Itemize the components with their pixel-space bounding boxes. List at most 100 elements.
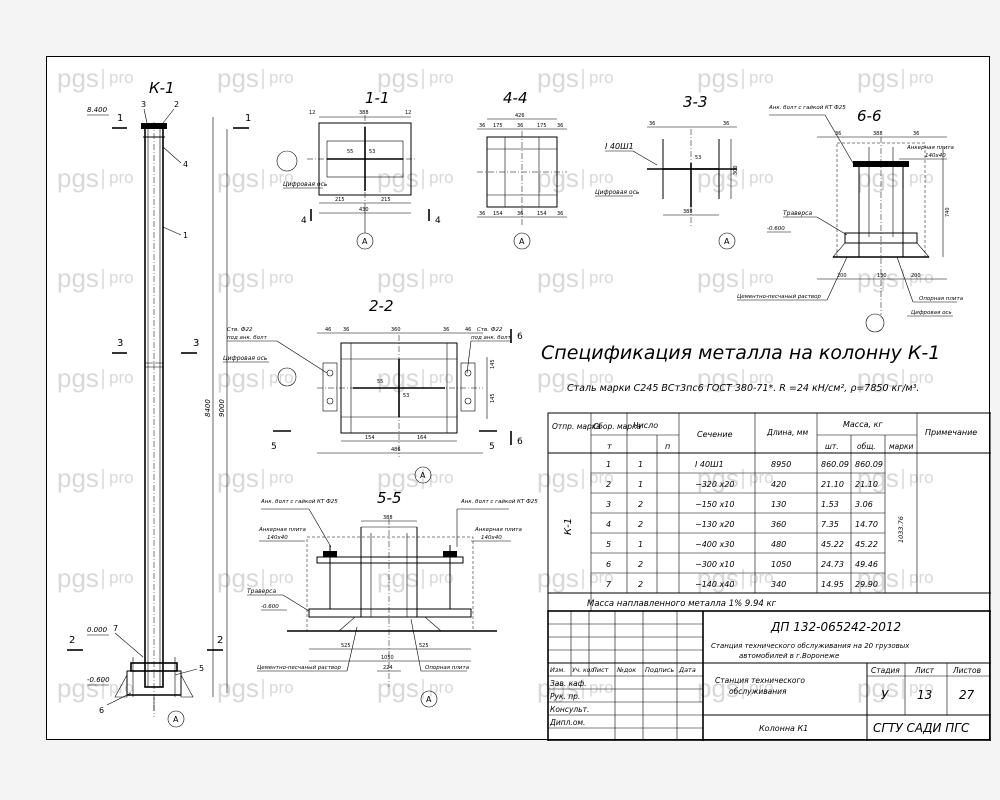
svg-text:Примечание: Примечание [925,428,977,437]
svg-text:Траверса: Траверса [783,210,812,217]
spec-cell-total: 45.22 [855,540,878,549]
spec-cell-section: −140 х40 [695,580,734,589]
svg-text:0.000: 0.000 [87,626,108,634]
svg-text:46: 46 [325,327,331,333]
svg-text:Длина, мм: Длина, мм [766,428,808,437]
svg-text:т: т [607,442,612,451]
svg-text:200: 200 [911,273,921,279]
svg-text:обслуживания: обслуживания [729,687,787,696]
spec-cell-item: 6 [606,560,611,569]
watermark-brand: pgs [537,463,579,493]
svg-text:Опорная плита: Опорная плита [919,296,964,302]
svg-text:6: 6 [517,332,523,342]
svg-text:36: 36 [649,121,655,127]
svg-text:12: 12 [309,110,315,116]
watermark-suffix: pro [429,568,454,587]
svg-text:2: 2 [217,635,223,646]
svg-text:36: 36 [517,211,523,217]
svg-text:общ.: общ. [857,442,876,451]
svg-text:Отпр. марка: Отпр. марка [552,422,601,431]
watermark-brand: pgs [217,673,259,703]
spec-title: Спецификация металла на колонну К-1 [541,342,940,364]
svg-text:под анк. болт: под анк. болт [227,335,268,341]
svg-text:6: 6 [517,437,523,447]
spec-cell-total: 860.09 [855,460,883,469]
spec-cell-t: 2 [638,560,643,569]
spec-cell-length: 8950 [771,460,791,469]
svg-text:388: 388 [873,131,883,137]
svg-text:Дипл.ом.: Дипл.ом. [549,718,585,727]
svg-text:-0.600: -0.600 [767,226,785,232]
svg-text:13: 13 [917,688,932,702]
spec-cell-length: 1050 [771,560,791,569]
svg-text:2-2: 2-2 [369,297,394,315]
svg-text:Число: Число [633,421,658,430]
svg-text:Опорная плита: Опорная плита [425,665,470,671]
watermark-brand: pgs [857,263,899,293]
svg-text:Анк. болт с гайкой КТ Ф25: Анк. болт с гайкой КТ Ф25 [768,105,846,111]
watermark-suffix: pro [909,468,934,487]
svg-text:Консульт.: Консульт. [550,705,589,714]
watermark-suffix: pro [109,568,134,587]
watermark-brand: pgs [57,463,99,493]
spec-cell-section: −150 х10 [695,500,734,509]
watermark-suffix: pro [269,168,294,187]
svg-text:А: А [426,695,432,704]
watermark-suffix: pro [109,68,134,87]
spec-cell-total: 14.70 [855,520,878,529]
watermark-suffix: pro [269,678,294,697]
svg-text:175: 175 [537,123,547,129]
svg-text:1: 1 [245,113,251,124]
spec-cell-total: 49.46 [855,560,878,569]
spec-cell-unit: 7.35 [821,520,839,529]
watermark-suffix: pro [589,678,614,697]
watermark-suffix: pro [589,268,614,287]
svg-text:140х40: 140х40 [925,153,946,159]
svg-text:-0.600: -0.600 [261,604,279,610]
watermark-suffix: pro [429,678,454,697]
svg-text:А: А [362,237,368,246]
svg-text:8400: 8400 [204,399,212,417]
svg-text:36: 36 [557,211,563,217]
watermark-brand: pgs [57,363,99,393]
spec-cell-t: 1 [638,480,643,489]
svg-text:1: 1 [117,113,123,124]
svg-text:3: 3 [141,100,146,109]
watermark-suffix: pro [749,368,774,387]
spec-cell-section: −130 х20 [695,520,734,529]
svg-text:388: 388 [359,110,369,116]
watermark-brand: pgs [537,63,579,93]
svg-text:3: 3 [193,338,199,349]
svg-text:430: 430 [359,207,369,213]
watermark-suffix: pro [749,268,774,287]
watermark-brand: pgs [377,463,419,493]
view-title-k1: К-1 [149,79,175,97]
spec-footer: Масса наплавленного металла 1% 9.94 кг [587,599,777,609]
watermark-brand: pgs [857,63,899,93]
spec-cell-item: 7 [606,580,612,589]
spec-cell-section: I 40Ш1 [695,460,724,469]
svg-text:6-6: 6-6 [857,107,882,125]
watermark-brand: pgs [57,163,99,193]
svg-text:525: 525 [341,643,351,649]
svg-text:36: 36 [913,131,919,137]
section-1-1: 1-1 12 388 12 55 53 215 215 430 Цифровая… [276,89,441,250]
svg-text:145: 145 [490,359,496,369]
spec-cell-unit: 14.95 [821,580,844,589]
watermark-brand: pgs [857,463,899,493]
svg-text:5: 5 [199,664,204,673]
watermark-suffix: pro [269,568,294,587]
watermark-brand: pgs [857,363,899,393]
svg-text:154: 154 [537,211,547,217]
doc-code: ДП 132-065242-2012 [770,620,901,634]
spec-cell-total: 21.10 [855,480,878,489]
svg-text:215: 215 [335,197,345,203]
svg-text:А: А [519,237,525,246]
watermark-suffix: pro [429,268,454,287]
spec-cell-length: 130 [771,500,786,509]
svg-text:36: 36 [479,123,485,129]
svg-text:740: 740 [945,207,951,217]
svg-text:автомобилей в г.Воронеже: автомобилей в г.Воронеже [739,652,839,660]
watermark-brand: pgs [217,363,259,393]
